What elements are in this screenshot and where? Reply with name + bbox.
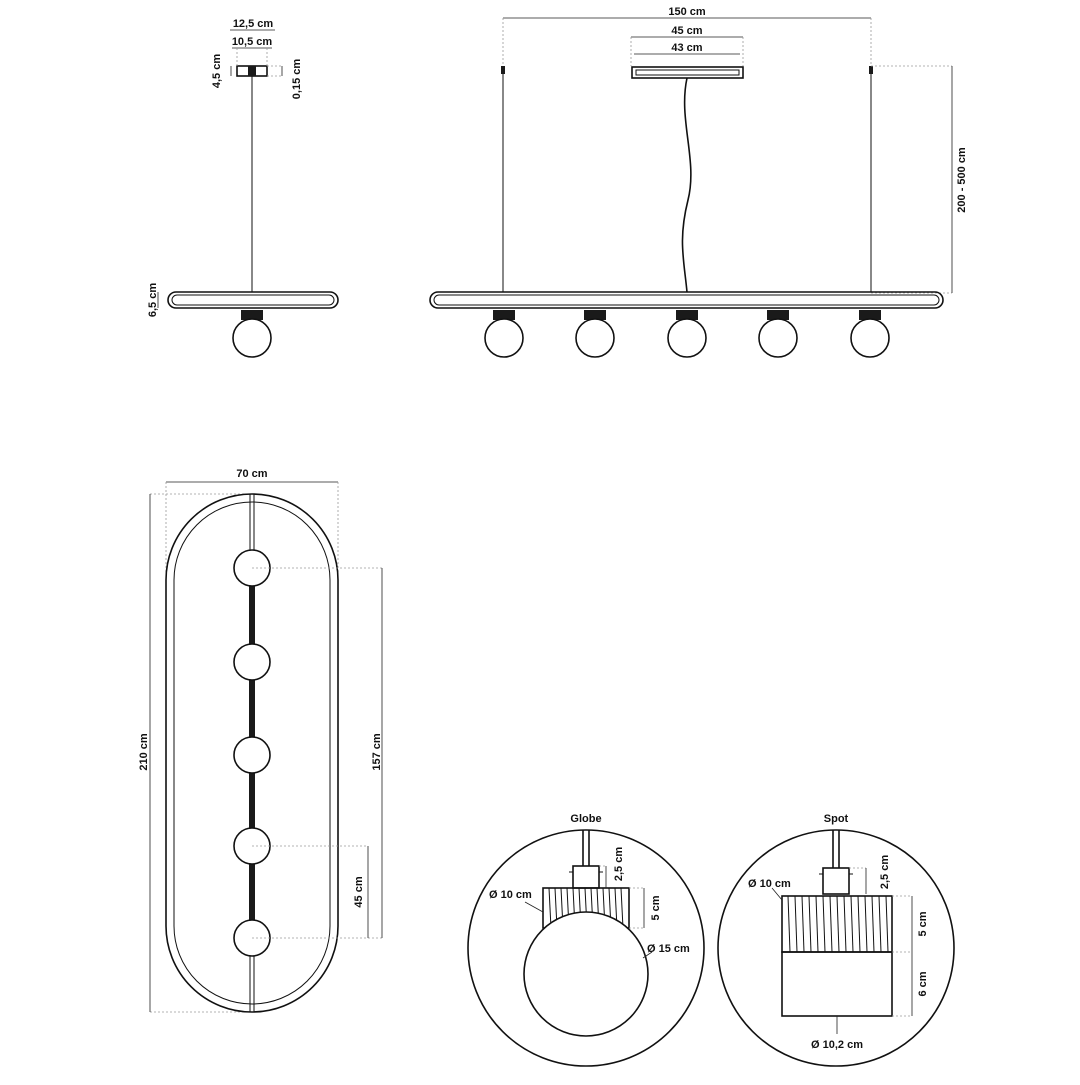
top-length-label: 210 cm (138, 733, 150, 771)
side-canopy-plate-label: 0,15 cm (291, 59, 303, 100)
spot-holder-diameter-label: Ø 10 cm (748, 878, 791, 890)
front-globe-3 (667, 310, 707, 358)
top-light-spacing-label: 45 cm (353, 876, 365, 907)
top-light-span-label: 157 cm (371, 733, 383, 771)
globe-detail-connector (572, 865, 600, 889)
front-globe-1 (484, 310, 524, 358)
front-canopy-inner-label: 43 cm (671, 42, 702, 54)
side-lamp-holder (241, 310, 263, 320)
side-canopy-mount (248, 66, 256, 76)
spot-detail-cable (832, 830, 840, 868)
spot-detail-shade (781, 951, 893, 1017)
front-canopy (631, 66, 744, 79)
globe-detail-globe (523, 911, 649, 1037)
spot-detail-circle (717, 829, 955, 1067)
side-canopy-inner-label: 10,5 cm (232, 36, 273, 48)
front-height-label: 200 - 500 cm (956, 147, 968, 213)
top-globe-3 (233, 736, 271, 774)
front-power-cable (681, 77, 692, 293)
front-canopy-outer-label: 45 cm (671, 25, 702, 37)
top-frame-inner (173, 501, 331, 1005)
spot-detail-connector (822, 867, 850, 895)
top-width-label: 70 cm (236, 468, 267, 480)
top-frame-outer (165, 493, 339, 1013)
spot-shade-height-label: 6 cm (917, 971, 929, 996)
globe-detail: Globe 2,5 cm (467, 813, 705, 1067)
globe-detail-title: Globe (570, 813, 601, 825)
spot-detail: Spot 2,5 cm (717, 813, 955, 1067)
spot-shade-diameter-label: Ø 10,2 cm (811, 1039, 863, 1051)
side-globe (232, 318, 272, 358)
globe-holder-height-label: 5 cm (650, 895, 662, 920)
spot-connector-label: 2,5 cm (879, 855, 891, 889)
side-bar (167, 291, 339, 309)
globe-diameter-label: Ø 15 cm (647, 943, 690, 955)
top-view: 70 cm 210 cm 157 cm 45 cm (138, 468, 383, 1013)
side-bar-thickness-label: 6,5 cm (147, 283, 159, 317)
globe-connector-label: 2,5 cm (613, 847, 625, 881)
spot-holder-height-label: 5 cm (917, 911, 929, 936)
globe-holder-diameter-label: Ø 10 cm (489, 889, 532, 901)
side-canopy-height-label: 4,5 cm (211, 54, 223, 88)
front-bar (429, 291, 944, 309)
globe-detail-circle (467, 829, 705, 1067)
globe-detail-cable (582, 830, 590, 866)
spot-detail-title: Spot (824, 813, 849, 825)
side-view: 12,5 cm 10,5 cm 4,5 cm 0,15 cm 6,5 cm (147, 18, 339, 358)
front-globe-4 (758, 310, 798, 358)
front-globe-5 (850, 310, 890, 358)
front-globe-2 (575, 310, 615, 358)
top-globe-2 (233, 643, 271, 681)
front-length-label: 150 cm (668, 6, 706, 18)
front-view: 150 cm 45 cm 43 cm 200 - 500 cm (429, 6, 968, 358)
side-canopy-outer-label: 12,5 cm (233, 18, 274, 30)
